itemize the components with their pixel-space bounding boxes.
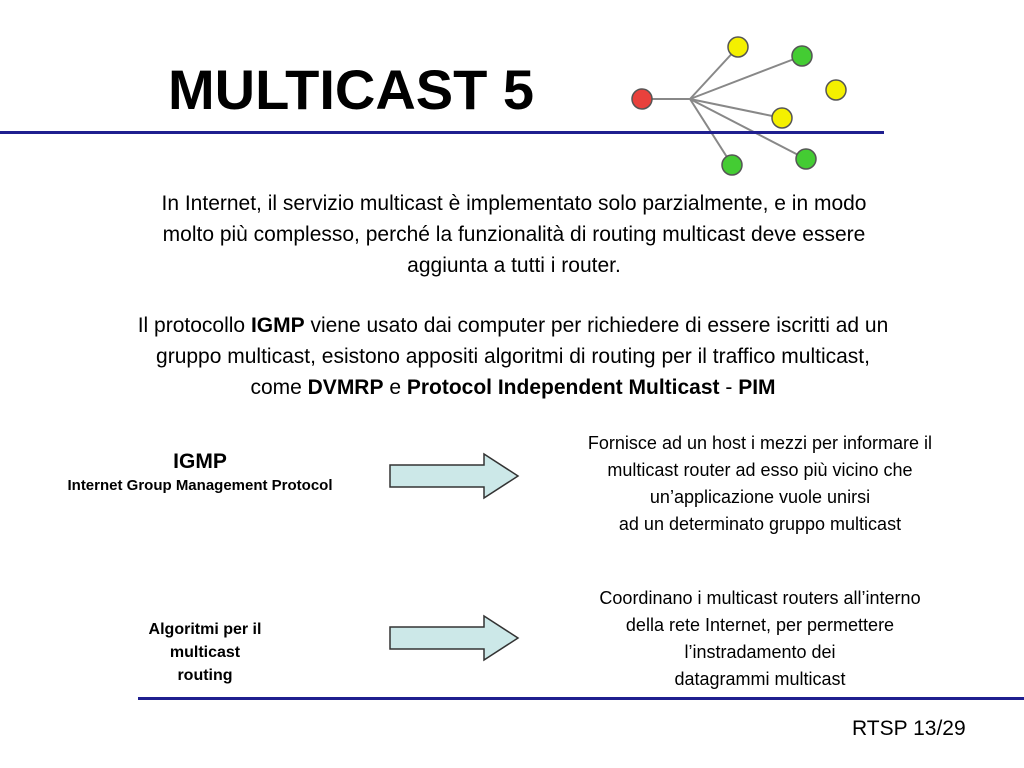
text-run: Il protocollo	[137, 314, 251, 337]
text-run: viene usato dai computer per richiedere …	[304, 314, 889, 337]
title-divider	[0, 131, 884, 134]
right-arrow-icon	[389, 614, 520, 662]
igmp-title: IGMP	[173, 450, 227, 473]
multicast-tree-graphic	[631, 36, 847, 176]
source-node	[631, 88, 653, 110]
receiver-node-yellow	[825, 79, 847, 101]
intro-line: In Internet, il servizio multicast è imp…	[161, 192, 867, 215]
receiver-node-green	[721, 154, 743, 176]
igmp-description: Fornisce ad un host i mezzi per informar…	[500, 430, 1020, 538]
pim-full-term: Protocol Independent Multicast	[406, 376, 720, 399]
igmp-label: IGMP Internet Group Management Protocol	[40, 448, 360, 496]
description-line: l’instradamento dei	[684, 642, 836, 662]
pim-term: PIM	[738, 376, 776, 399]
page-number: RTSP 13/29	[852, 717, 966, 740]
text-run: -	[719, 376, 739, 399]
description-line: un’applicazione vuole unirsi	[649, 487, 871, 507]
footer-divider	[138, 697, 1024, 700]
description-line: datagrammi multicast	[674, 669, 846, 689]
slide-title: MULTICAST 5	[168, 58, 535, 121]
description-line: Fornisce ad un host i mezzi per informar…	[587, 433, 933, 453]
description-line: ad un determinato gruppo multicast	[618, 514, 902, 534]
protocols-line: gruppo multicast, esistono appositi algo…	[156, 345, 870, 368]
protocols-line: Il protocollo IGMP viene usato dai compu…	[30, 310, 996, 341]
routing-label-line: multicast	[169, 644, 241, 661]
intro-line: aggiunta a tutti i router.	[407, 254, 621, 277]
dvmrp-term: DVMRP	[307, 376, 384, 399]
description-line: multicast router ad esso più vicino che	[607, 460, 913, 480]
text-run: come	[250, 376, 308, 399]
text-run: e	[383, 376, 407, 399]
description-line: Coordinano i multicast routers all’inter…	[599, 588, 921, 608]
igmp-subtitle: Internet Group Management Protocol	[67, 477, 333, 494]
right-arrow-icon	[389, 452, 520, 500]
routing-label-line: Algoritmi per il	[148, 621, 262, 638]
receiver-node-green	[791, 45, 813, 67]
protocols-line: come DVMRP e Protocol Independent Multic…	[30, 372, 996, 403]
receiver-node-yellow	[771, 107, 793, 129]
routing-label-line: routing	[177, 667, 233, 684]
receiver-node-yellow	[727, 36, 749, 58]
routing-description: Coordinano i multicast routers all’inter…	[500, 585, 1020, 693]
protocols-paragraph: Il protocollo IGMP viene usato dai compu…	[30, 310, 996, 403]
igmp-term: IGMP	[250, 314, 305, 337]
intro-line: molto più complesso, perché la funzional…	[162, 223, 866, 246]
intro-paragraph: In Internet, il servizio multicast è imp…	[64, 188, 964, 281]
description-line: della rete Internet, per permettere	[625, 615, 895, 635]
receiver-node-green	[795, 148, 817, 170]
routing-label: Algoritmi per il multicast routing	[100, 618, 310, 687]
